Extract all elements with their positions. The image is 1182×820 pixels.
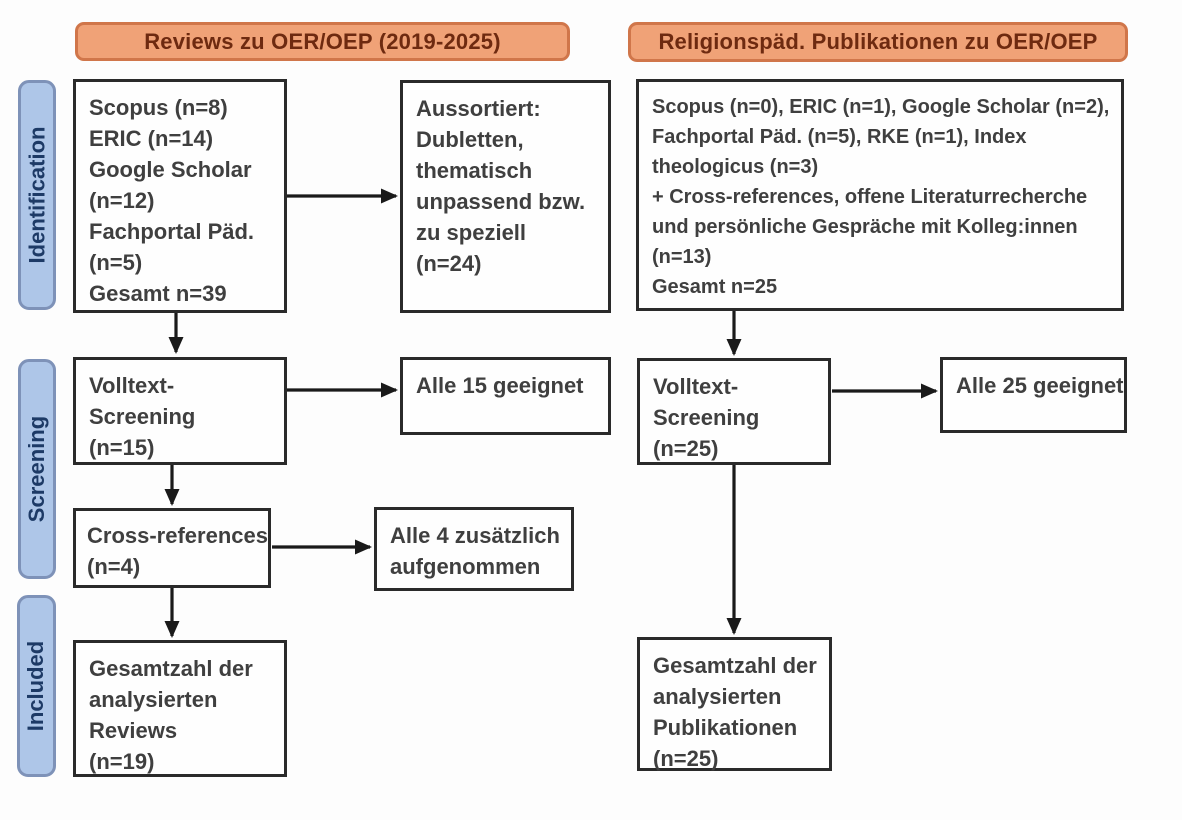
box-excluded-left: Aussortiert: Dubletten, thematisch unpassen… <box>400 80 611 313</box>
box-line: theologicus (n=3) <box>652 156 819 178</box>
stage-label-included: Included <box>17 595 56 777</box>
box-line: (n=19) <box>89 749 155 774</box>
stage-label-identification: Identification <box>18 80 56 310</box>
box-fulltext-screening-right: Volltext- Screening (n=25) <box>637 358 831 465</box>
box-line: Gesamtzahl der <box>89 656 253 681</box>
box-crossref: Cross-references (n=4) <box>73 508 271 588</box>
box-fulltext-result-left: Alle 15 geeignet <box>400 357 611 435</box>
box-line: Fachportal Päd. (n=5), RKE (n=1), Index <box>652 126 1027 148</box>
box-line: + Cross-references, offene Literaturrech… <box>652 186 1088 208</box>
box-fulltext-screening-left: Volltext- Screening (n=15) <box>73 357 287 465</box>
box-line: Cross-references <box>87 523 268 548</box>
box-line: Dubletten, <box>416 127 524 152</box>
column-header-religionspaed: Religionspäd. Publikationen zu OER/OEP <box>628 22 1128 62</box>
box-line: Google Scholar <box>89 157 252 182</box>
box-crossref-result: Alle 4 zusätzlich aufgenommen <box>374 507 574 591</box>
stage-label-included-text: Included <box>23 640 49 732</box>
stage-label-identification-text: Identification <box>24 126 50 264</box>
box-line: analysierten <box>89 687 218 712</box>
box-line: Alle 15 geeignet <box>416 373 584 398</box>
box-line: zu speziell <box>416 220 527 245</box>
box-fulltext-result-right: Alle 25 geeignet <box>940 357 1127 433</box>
box-sources-left: Scopus (n=8) ERIC (n=14) Google Scholar (n=… <box>73 79 287 313</box>
box-line: Gesamtzahl der <box>653 653 817 678</box>
box-line: Publikationen <box>653 715 798 740</box>
box-line: (n=12) <box>89 188 155 213</box>
box-line: (n=25) <box>653 746 719 771</box>
box-line: Reviews <box>89 718 178 743</box>
box-line: und persönliche Gespräche mit Kolleg:inn… <box>652 216 1078 238</box>
box-line: Aussortiert: <box>416 96 541 121</box>
box-line: Alle 4 zusätzlich <box>390 523 560 548</box>
box-line: (n=15) <box>89 435 155 460</box>
box-line: aufgenommen <box>390 554 541 579</box>
box-line: Screening <box>89 404 196 429</box>
box-line: Scopus (n=0), ERIC (n=1), Google Scholar… <box>652 96 1110 118</box>
box-line: (n=25) <box>653 436 719 461</box>
box-sources-right: Scopus (n=0), ERIC (n=1), Google Scholar… <box>636 79 1124 311</box>
stage-label-screening: Screening <box>18 359 56 579</box>
box-line: Gesamt n=25 <box>652 276 778 298</box>
box-line: Alle 25 geeignet <box>956 373 1124 398</box>
box-line: thematisch <box>416 158 533 183</box>
box-line: unpassend bzw. <box>416 189 586 214</box>
box-line: Fachportal Päd. <box>89 219 255 244</box>
box-line: (n=24) <box>416 251 482 276</box>
box-line: ERIC (n=14) <box>89 126 214 151</box>
box-line: (n=5) <box>89 250 143 275</box>
box-line: Scopus (n=8) <box>89 95 228 120</box>
box-line: Gesamt n=39 <box>89 281 227 306</box>
box-line: Volltext- <box>89 373 175 398</box>
box-line: (n=4) <box>87 554 141 579</box>
column-header-reviews: Reviews zu OER/OEP (2019-2025) <box>75 22 570 61</box>
box-line: Volltext- <box>653 374 739 399</box>
stage-label-screening-text: Screening <box>24 415 49 523</box>
box-line: (n=13) <box>652 246 712 268</box>
box-line: analysierten <box>653 684 782 709</box>
box-line: Screening <box>653 405 760 430</box>
